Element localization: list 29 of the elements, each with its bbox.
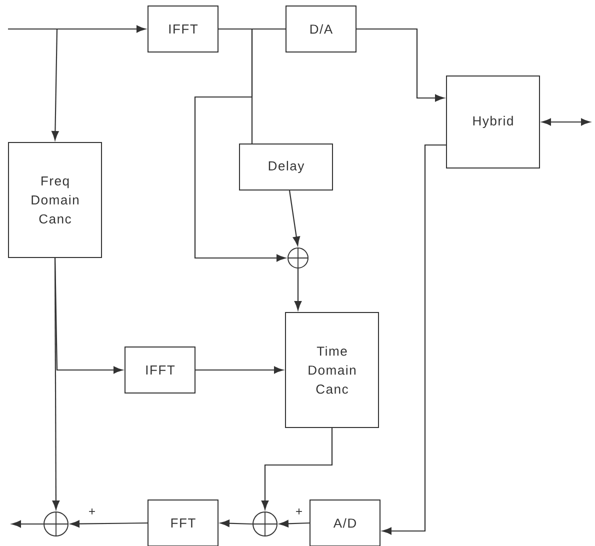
arrow (220, 520, 253, 527)
arrow (52, 29, 59, 140)
summing-junction (44, 512, 68, 536)
arrow (288, 190, 300, 246)
arrow (12, 520, 44, 528)
arrow (261, 428, 333, 510)
arrow (279, 520, 310, 528)
block-box: FFT (148, 500, 218, 546)
block-box: Hybrid (446, 76, 540, 168)
arrow (294, 268, 302, 310)
arrow (54, 258, 123, 374)
edge-label: + (296, 508, 302, 514)
block-box: IFFT (124, 346, 196, 394)
block-box: Freq Domain Canc (8, 142, 102, 258)
block-box: Delay (239, 144, 333, 190)
edge-label: + (89, 508, 95, 514)
arrow (196, 366, 284, 374)
arrow (194, 28, 286, 262)
summing-junction (288, 248, 308, 268)
arrow (382, 144, 446, 535)
arrow (356, 28, 444, 102)
block-box: IFFT (148, 6, 218, 52)
arrow (70, 520, 148, 528)
block-box: A/D (310, 500, 380, 546)
block-box: Time Domain Canc (285, 312, 379, 428)
arrow (542, 118, 590, 126)
block-box: D/A (286, 6, 356, 52)
summing-junction (252, 512, 278, 536)
arrow (8, 25, 146, 33)
